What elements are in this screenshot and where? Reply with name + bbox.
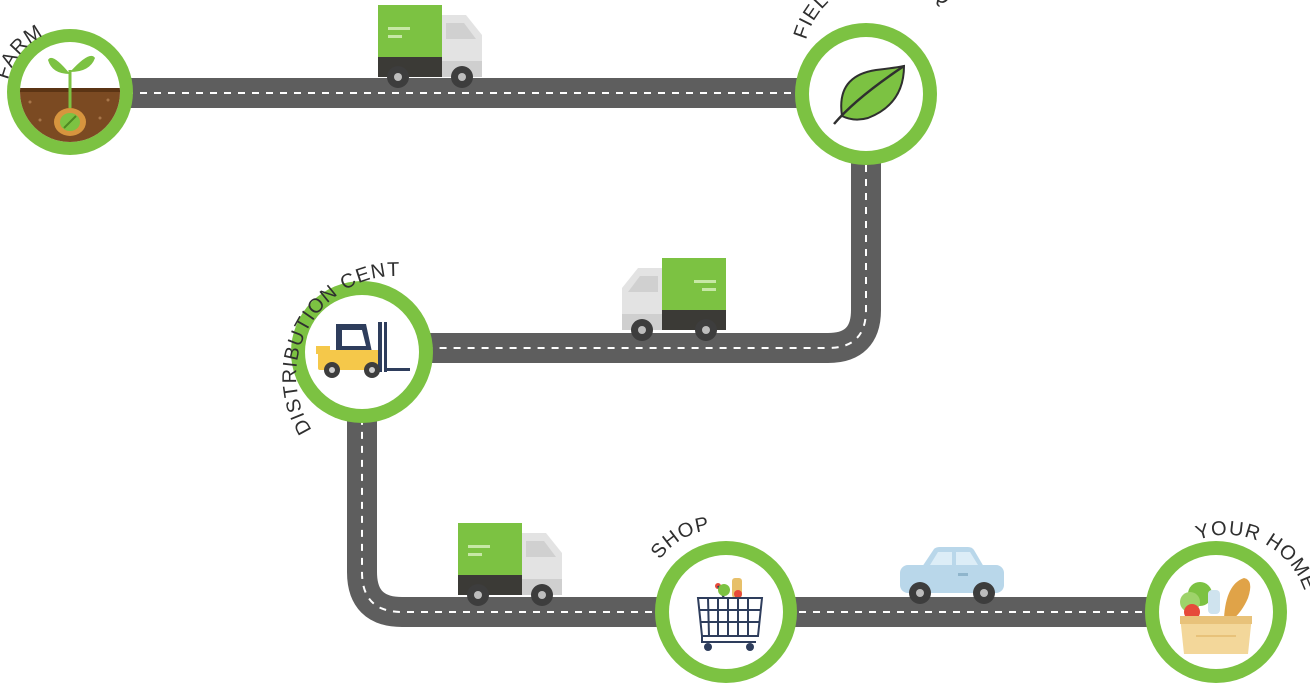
delivery-truck-icon — [378, 5, 482, 88]
car-icon — [900, 547, 1004, 604]
leaf-icon — [833, 64, 906, 125]
delivery-truck-icon — [622, 258, 726, 341]
forklift-icon — [316, 322, 410, 378]
stop-farm: FARM — [0, 20, 133, 155]
delivery-truck-icon — [458, 523, 562, 606]
stop-your-home: YOUR HOME — [1145, 517, 1310, 683]
stop-shop: SHOP — [647, 513, 797, 683]
grocery-bag-icon — [1180, 578, 1252, 654]
shopping-cart-icon — [696, 578, 764, 651]
stop-fieldfresh-hq: FIELDFRESH HQ — [790, 0, 955, 165]
road — [70, 78, 1215, 627]
